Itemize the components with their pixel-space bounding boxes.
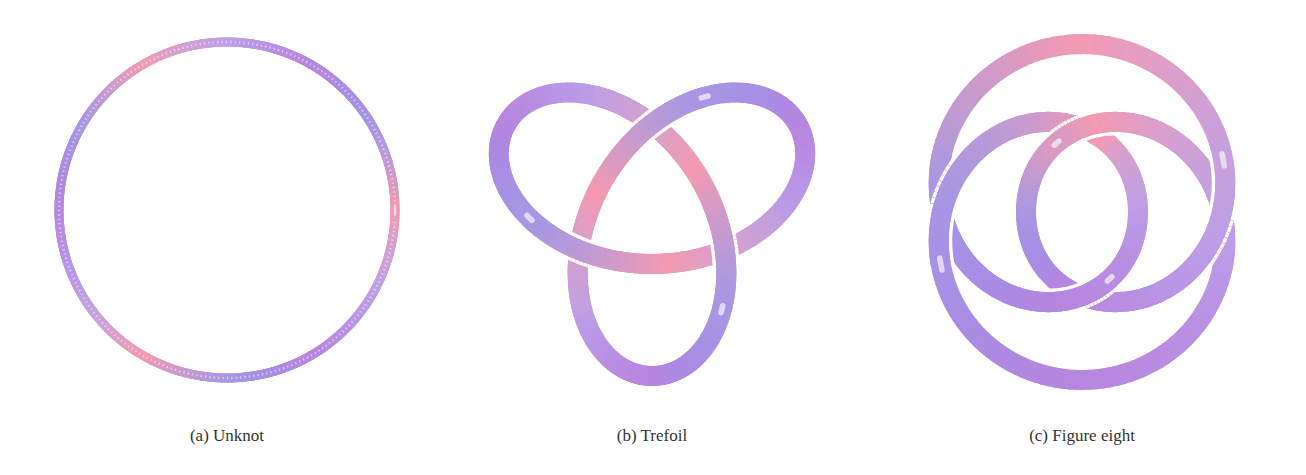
knot-figure [499,93,805,376]
knot-figure [59,42,395,378]
